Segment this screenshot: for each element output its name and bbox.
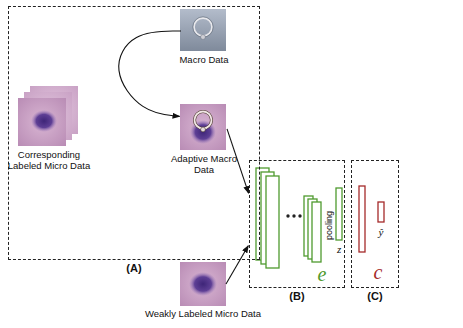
ring-symbol [194,18,212,36]
layer-label: pooling [325,210,334,239]
conv-layer [266,176,279,268]
flow-arrow [119,31,181,116]
fc-layer [359,186,365,252]
image-node: Weakly Labeled Micro Data [180,262,226,306]
dot [292,214,295,217]
feature-vector [336,188,342,240]
dot [298,214,301,217]
image-node: Macro Data [181,10,227,52]
ring-gem [201,127,206,132]
panel-a: (A)Macro DataCorresponding Labeled Micro… [8,6,260,260]
image-node: Corresponding Labeled Micro Data [19,87,79,147]
conv-layer [312,202,321,262]
image-caption: Macro Data [179,55,228,66]
cell-blob [31,110,57,132]
dot [286,214,289,217]
image-caption: Corresponding Labeled Micro Data [3,150,95,172]
image-node: Adaptive Macro Data [181,105,227,151]
panel-label: (C) [367,290,382,303]
image-caption: Weakly Labeled Micro Data [145,309,261,320]
ring-shadow [195,112,212,129]
encoder-layers [256,168,342,268]
ring-shadow [193,17,213,37]
micro-image [180,262,226,306]
variable-label: z [337,244,341,255]
encoder-label: e [318,264,327,284]
classifier-layers [359,186,384,252]
classifier-label: c [374,262,383,282]
output-layer [378,202,384,222]
ring-gem [201,35,206,40]
ring-symbol [195,112,212,129]
micro-image [18,98,66,146]
output-label: ŷ [379,227,384,238]
adaptive-image [180,104,226,150]
cell-blob [189,272,217,296]
panel-label: (A) [126,262,141,275]
flow-arrow [226,246,248,284]
panel-label: (B) [289,290,304,303]
image-caption: Adaptive Macro Data [164,154,244,176]
ellipsis-dots [286,214,301,217]
macro-image [180,9,226,51]
